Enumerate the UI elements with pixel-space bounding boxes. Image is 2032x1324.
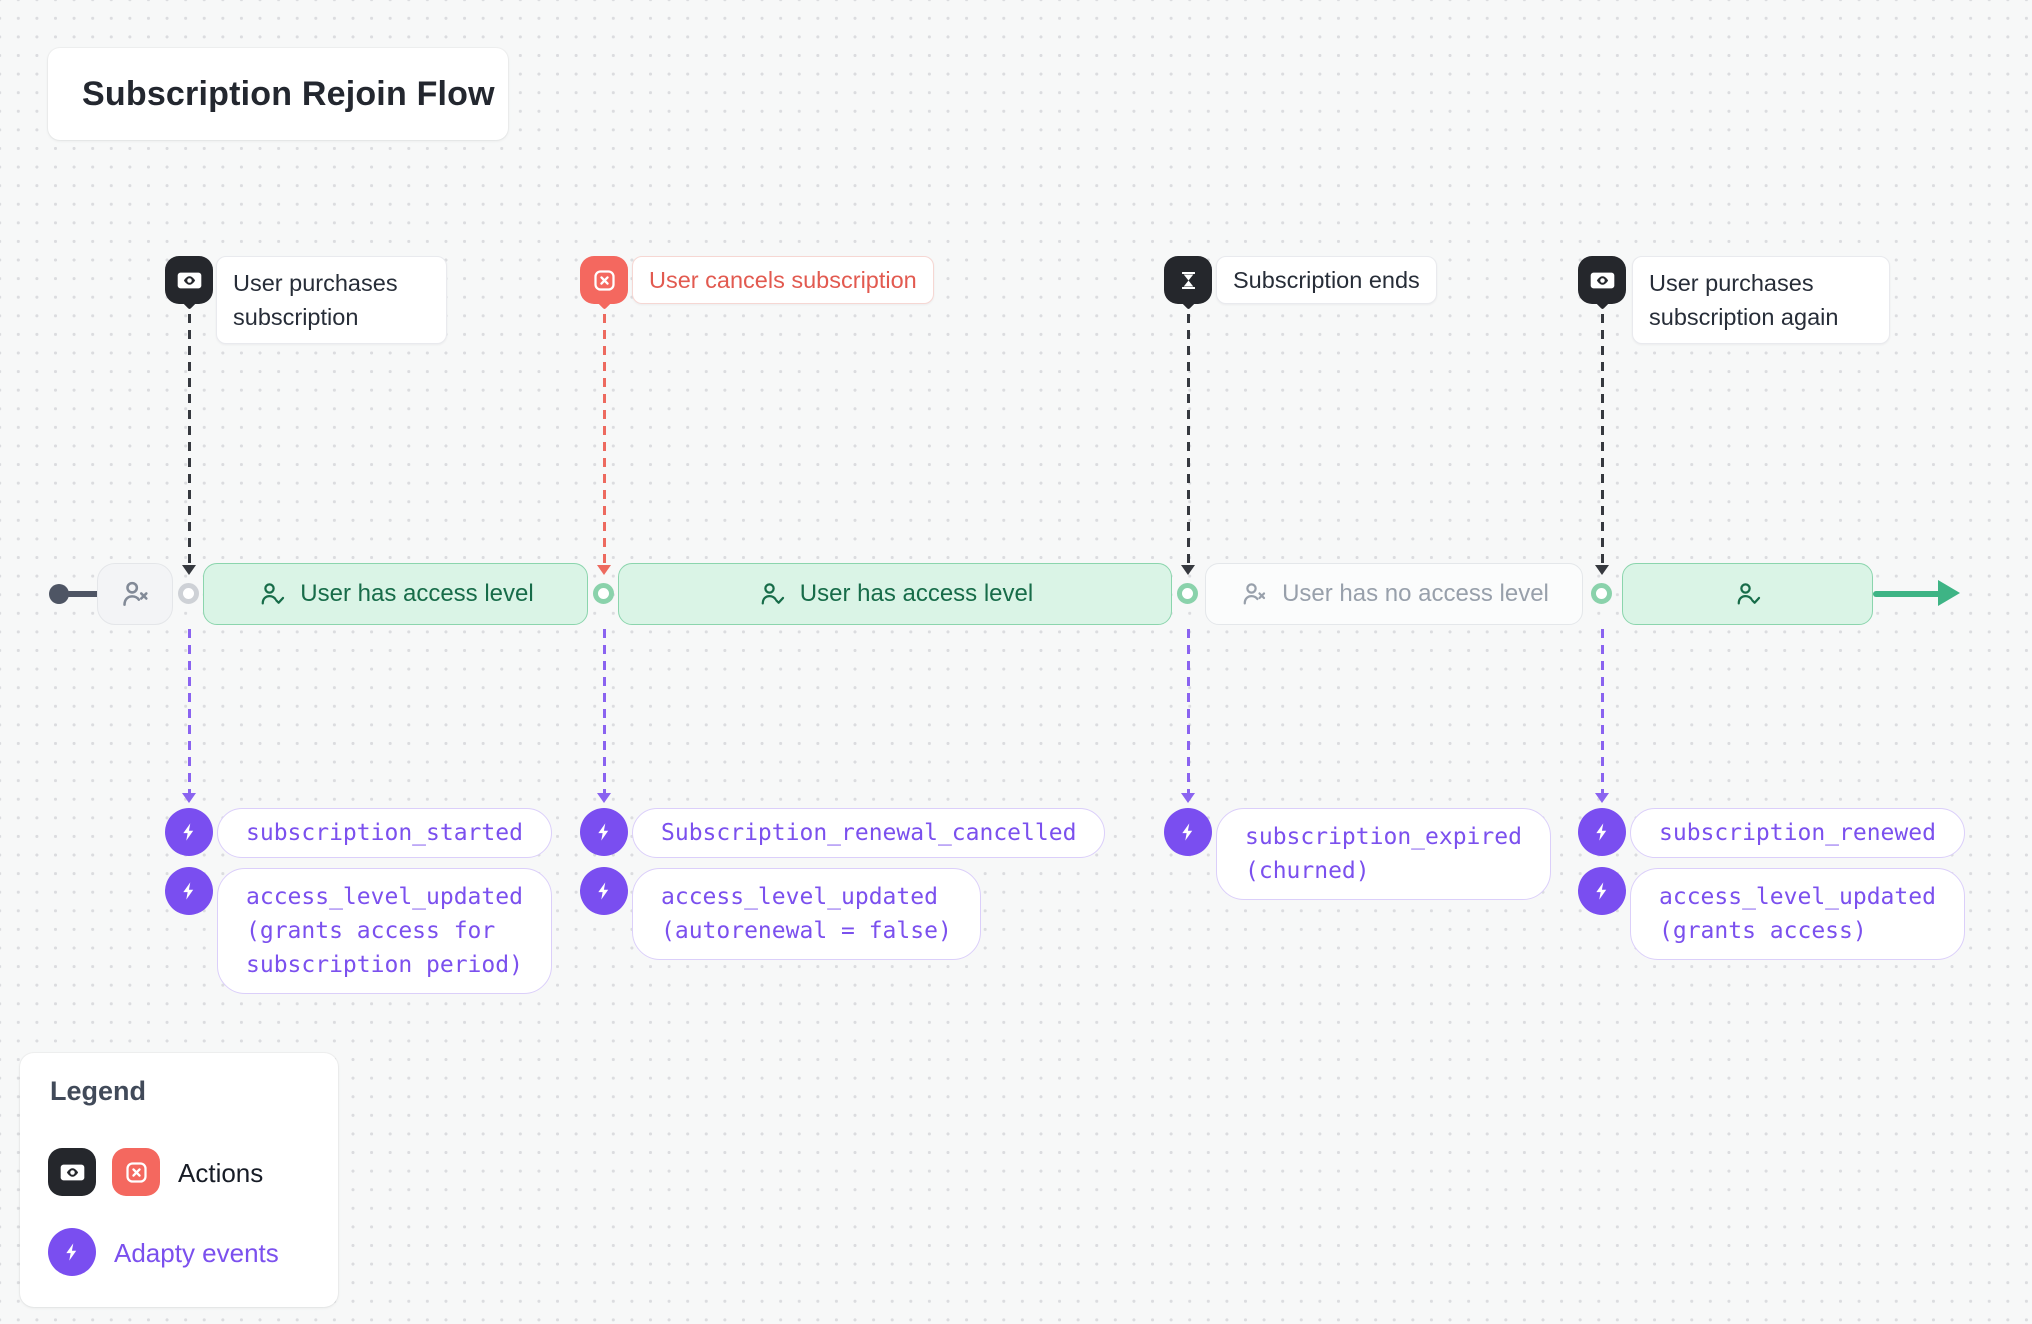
lightning-bolt-icon: [1578, 867, 1626, 915]
event-subscription-started: subscription_started: [217, 808, 552, 858]
event-subscription-expired: subscription_expired (churned): [1216, 808, 1551, 900]
lightning-bolt-icon: [165, 867, 213, 915]
timeline-segment-access-2: User has access level: [618, 563, 1172, 625]
arrowhead-event-2: [597, 793, 611, 803]
timeline-segment-access-1: User has access level: [203, 563, 588, 625]
timeline-connector-4: [1591, 583, 1612, 604]
arrowhead-event-3: [1181, 793, 1195, 803]
connector-line-action-4: [1601, 314, 1604, 566]
lightning-bolt-icon: [1164, 808, 1212, 856]
lightning-bolt-icon: [165, 808, 213, 856]
lightning-bolt-icon: [580, 867, 628, 915]
timeline-segment-access-3: [1622, 563, 1873, 625]
arrowhead-action-4: [1595, 565, 1609, 575]
lightning-bolt-icon: [580, 808, 628, 856]
arrowhead-event-1: [182, 793, 196, 803]
user-check-icon: [761, 583, 784, 605]
timeline-continue-arrow-line: [1873, 591, 1943, 597]
event-subscription-renewed: subscription_renewed: [1630, 808, 1965, 858]
timeline-start-dot: [49, 584, 69, 604]
diagram-title-card: Subscription Rejoin Flow: [48, 48, 508, 140]
timeline-connector-2: [593, 583, 614, 604]
connector-line-action-3: [1187, 314, 1190, 566]
action-label-ends: Subscription ends: [1216, 256, 1437, 304]
legend: Legend Actions Adapty events: [20, 1053, 338, 1307]
banknote-icon: [1578, 256, 1626, 304]
action-label-purchase-again: User purchases subscription again: [1632, 256, 1890, 344]
arrowhead-event-4: [1595, 793, 1609, 803]
event-access-level-updated-grants: access_level_updated (grants access): [1630, 868, 1965, 960]
timeline-segment-label: User has access level: [300, 580, 534, 607]
timeline-start-line: [66, 591, 100, 597]
timeline-segment-label: User has access level: [799, 580, 1034, 607]
arrowhead-action-1: [182, 565, 196, 575]
banknote-icon: [165, 256, 213, 304]
connector-line-action-1: [188, 314, 191, 566]
user-check-icon: [1737, 583, 1760, 605]
connector-line-event-3: [1187, 629, 1190, 794]
cancel-x-icon: [112, 1148, 160, 1196]
banknote-icon: [48, 1148, 96, 1196]
timeline-segment-no-access: User has no access level: [1205, 563, 1583, 625]
user-x-icon: [1243, 583, 1266, 605]
timeline-connector-3: [1177, 583, 1198, 604]
connector-line-action-2: [603, 314, 606, 566]
connector-line-event-4: [1601, 629, 1604, 794]
timeline-connector-1: [178, 583, 199, 604]
user-check-icon: [261, 583, 285, 605]
cancel-x-icon: [580, 256, 628, 304]
timeline-segment-label: User has no access level: [1282, 580, 1549, 607]
legend-events-label: Adapty events: [114, 1238, 279, 1268]
connector-line-event-1: [188, 629, 191, 794]
page-title: Subscription Rejoin Flow: [82, 74, 495, 113]
event-access-level-updated-grant: access_level_updated (grants access for …: [217, 868, 552, 994]
event-renewal-cancelled: Subscription_renewal_cancelled: [632, 808, 1106, 858]
event-access-level-updated-autorenew: access_level_updated (autorenewal = fals…: [632, 868, 981, 960]
action-label-purchase: User purchases subscription: [216, 256, 447, 344]
user-x-icon: [97, 563, 173, 625]
hourglass-icon: [1164, 256, 1212, 304]
timeline-continue-arrow-head: [1938, 580, 1960, 606]
legend-actions-label: Actions: [178, 1158, 264, 1188]
connector-line-event-2: [603, 629, 606, 794]
lightning-bolt-icon: [48, 1228, 96, 1276]
arrowhead-action-2: [597, 565, 611, 575]
action-label-cancel: User cancels subscription: [632, 256, 934, 304]
arrowhead-action-3: [1181, 565, 1195, 575]
lightning-bolt-icon: [1578, 808, 1626, 856]
legend-title: Legend: [50, 1076, 147, 1106]
